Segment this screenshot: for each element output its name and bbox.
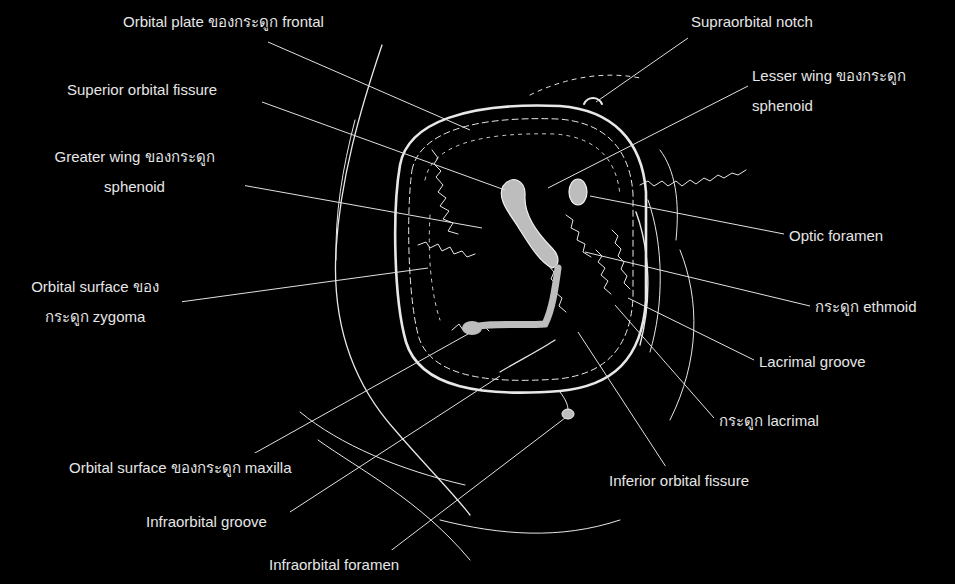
part-label: กระดูก lacrimal [716,406,822,436]
part-label: Inferior orbital fissure [606,466,752,496]
part-label: Infraorbital groove [143,507,270,537]
superior-fissure [501,180,558,268]
inferior-fissure [470,268,558,328]
part-label: กระดูก ethmoid [812,292,920,322]
part-label: Orbital surface ของกระดูก zygoma [8,272,182,332]
part-label: Orbital plate ของกระดูก frontal [120,7,327,37]
part-label: Optic foramen [786,221,886,251]
inferior-fissure-end [462,321,482,335]
part-label: Superior orbital fissure [64,75,220,105]
infraorbital-foramen [562,409,574,419]
part-label: Orbital surface ของกระดูก maxilla [66,453,295,483]
optic-foramen [569,179,587,205]
part-label: Lesser wing ของกระดูก sphenoid [749,61,945,121]
part-label: Infraorbital foramen [266,550,402,580]
part-label: Supraorbital notch [688,7,816,37]
part-label: Greater wing ของกระดูก sphenoid [24,142,245,202]
part-label: Lacrimal groove [756,347,869,377]
leader-lines [180,38,810,562]
